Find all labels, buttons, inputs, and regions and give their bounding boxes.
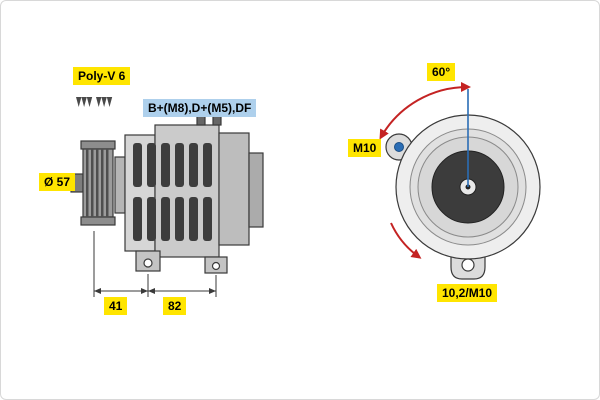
side-mounting-lugs	[135, 250, 228, 274]
alternator-front-view	[379, 81, 541, 280]
dimension-lines	[93, 231, 217, 297]
terminal-studs	[196, 115, 222, 126]
mount-angle-label: 60°	[427, 63, 456, 81]
cooling-slots	[133, 143, 212, 241]
mount-hole-label: 10,2/M10	[437, 284, 498, 302]
dim-pulley-to-mount-label: 41	[104, 297, 128, 315]
poly-v-belt-icon	[76, 97, 113, 107]
shaft-spacer	[114, 156, 126, 214]
terminals-label: B+(M8),D+(M5),DF	[143, 99, 257, 117]
rotation-arrow-icon	[390, 222, 422, 259]
angle-arc-icon	[379, 81, 471, 140]
alternator-side-view	[70, 97, 264, 297]
pulley-diameter-label: Ø 57	[39, 173, 76, 191]
bottom-mounting-hole	[461, 258, 475, 272]
m10-threaded-hole	[394, 142, 404, 152]
pulley	[80, 140, 116, 226]
mount-thread-label: M10	[348, 139, 382, 157]
pulley-grooves	[86, 149, 109, 217]
belt-type-label: Poly-V 6	[73, 67, 131, 85]
dim-mount-span-label: 82	[163, 297, 187, 315]
